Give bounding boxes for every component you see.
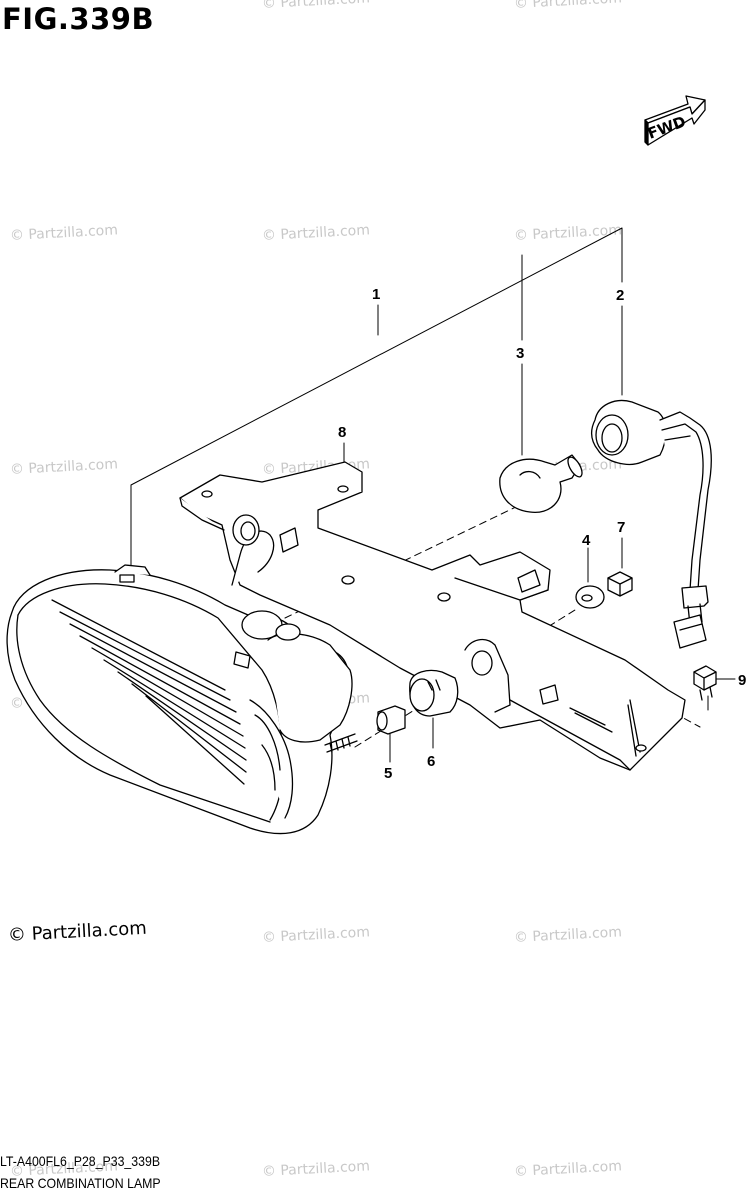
nut: [607, 571, 633, 597]
bolt: [693, 665, 717, 701]
collar: [376, 705, 406, 735]
callout-3: 3: [516, 345, 524, 362]
fwd-arrow-icon: FWD: [644, 95, 706, 146]
footer-diagram-name: REAR COMBINATION LAMP: [0, 1175, 161, 1191]
callout-9: 9: [738, 672, 746, 689]
mounting-bracket: [179, 461, 686, 771]
callout-7: 7: [617, 519, 625, 536]
callout-2: 2: [616, 287, 624, 304]
washer: [575, 585, 605, 609]
callout-1: 1: [372, 286, 380, 303]
footer-model-code: LT-A400FL6_P28_P33_339B: [0, 1153, 161, 1169]
callout-8: 8: [338, 424, 346, 441]
grommet: [409, 669, 459, 717]
callout-5: 5: [384, 765, 392, 782]
callout-labels: 1 2 3 4 5 6 7 8 9: [338, 286, 746, 782]
lamp-housing: [6, 564, 358, 835]
callout-6: 6: [427, 753, 435, 770]
bulb-socket-harness: [590, 399, 712, 649]
callout-4: 4: [582, 532, 591, 549]
bulb: [499, 454, 583, 513]
figure-title: FIG.339B: [2, 2, 155, 36]
